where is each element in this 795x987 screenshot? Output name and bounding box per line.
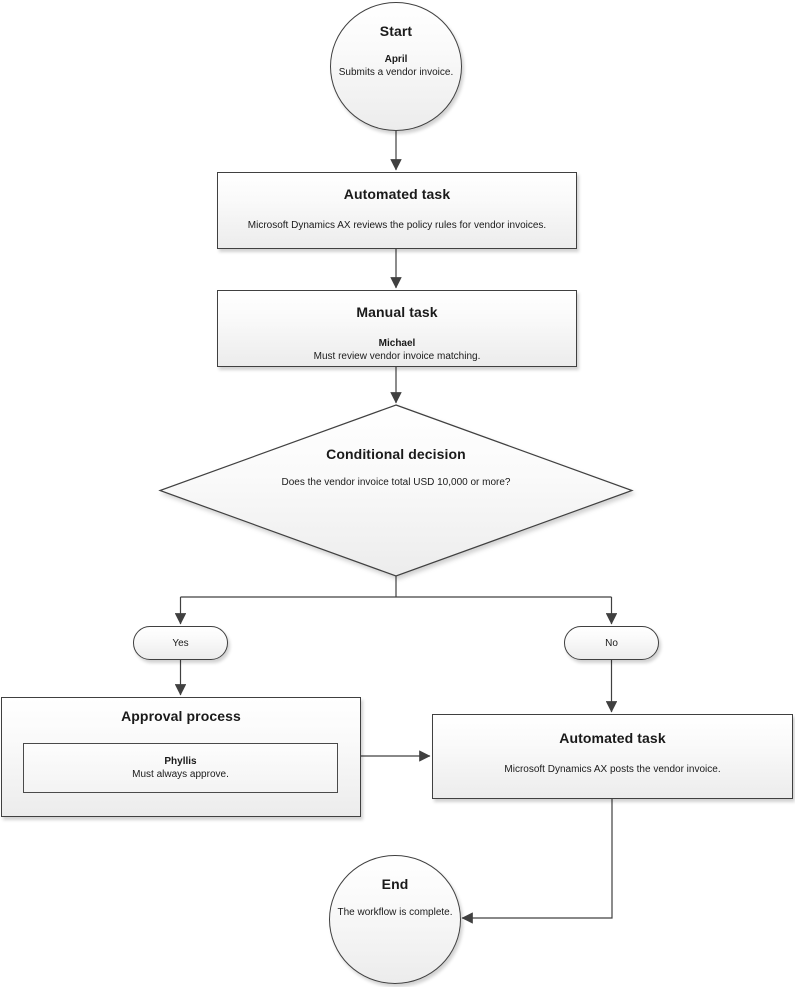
automated-task-1-node: Automated task Microsoft Dynamics AX rev…: [217, 172, 577, 249]
start-description: Submits a vendor invoice.: [338, 67, 454, 78]
approval-process-step: Phyllis Must always approve.: [23, 743, 338, 793]
approval-process-node: Approval process Phyllis Must always app…: [1, 697, 361, 817]
manual-task-description: Must review vendor invoice matching.: [313, 351, 481, 362]
approval-process-description: Must always approve.: [132, 769, 229, 780]
automated-task-1-description: Microsoft Dynamics AX reviews the policy…: [247, 220, 547, 231]
edge-automated2-to-end: [461, 799, 613, 924]
branch-yes-label: Yes: [172, 637, 189, 649]
manual-task-title: Manual task: [356, 304, 438, 320]
start-person: April: [384, 54, 408, 65]
branch-no-node: No: [564, 626, 659, 660]
manual-task-node: Manual task Michael Must review vendor i…: [217, 290, 577, 367]
start-title: Start: [379, 23, 413, 39]
automated-task-1-title: Automated task: [343, 186, 451, 202]
start-node: Start April Submits a vendor invoice.: [330, 2, 462, 131]
end-node: End The workflow is complete.: [329, 855, 461, 984]
automated-task-2-node: Automated task Microsoft Dynamics AX pos…: [432, 714, 793, 799]
manual-task-person: Michael: [378, 338, 416, 349]
approval-process-person: Phyllis: [164, 756, 197, 767]
decision-diamond-shape: [158, 404, 634, 577]
approval-process-title: Approval process: [121, 708, 241, 724]
end-title: End: [381, 876, 409, 892]
branch-no-label: No: [605, 637, 618, 649]
end-description: The workflow is complete.: [337, 907, 453, 918]
automated-task-2-description: Microsoft Dynamics AX posts the vendor i…: [504, 764, 721, 775]
automated-task-2-title: Automated task: [559, 730, 666, 746]
branch-yes-node: Yes: [133, 626, 228, 660]
